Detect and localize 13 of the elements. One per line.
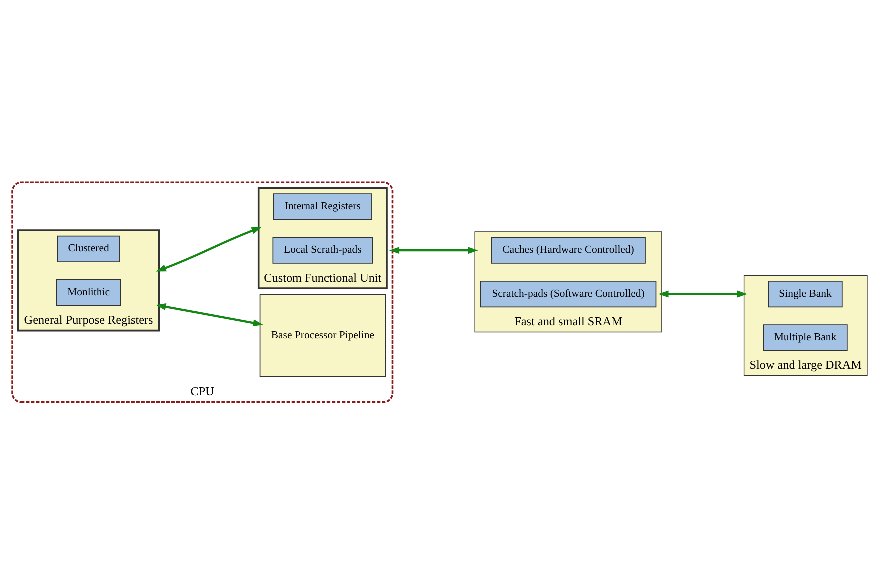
node-box: Clustered (57, 236, 120, 262)
node-box: Scratch-pads (Software Controlled) (480, 280, 657, 308)
arrow (658, 290, 748, 298)
node-box: Base Processor Pipeline (260, 294, 386, 378)
arrow (156, 227, 262, 272)
node-box: Multiple Bank (763, 324, 848, 352)
node-box: Caches (Hardware Controlled) (491, 237, 646, 264)
node-box: Single Bank (768, 280, 843, 308)
arrow (390, 247, 478, 254)
node-box: Monlithic (56, 280, 122, 306)
node-box: Internal Registers (273, 194, 372, 220)
node-box: Local Scrath-pads (272, 237, 374, 264)
arrow (156, 304, 264, 327)
